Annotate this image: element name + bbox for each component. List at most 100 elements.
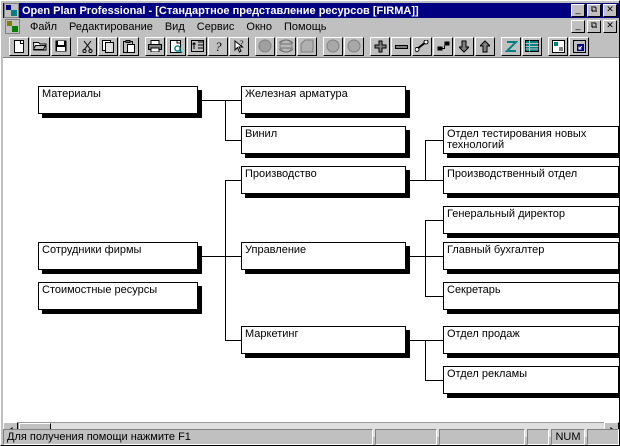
globe-circle-icon[interactable] [276, 36, 296, 56]
minimize-button[interactable]: _ [571, 4, 585, 17]
connector-line [425, 140, 443, 141]
connector-line [198, 256, 225, 257]
connector-line [225, 340, 241, 341]
plus-icon[interactable] [370, 36, 390, 56]
diagram-node-testing-dept[interactable]: Отдел тестирования новых технологий [443, 126, 619, 154]
connector-line [198, 100, 225, 101]
menu-item-service[interactable]: Сервис [196, 20, 235, 33]
zigzag-icon[interactable] [501, 36, 521, 56]
save-disk-icon[interactable] [51, 36, 71, 56]
connector-line [425, 340, 426, 380]
circle-b-icon[interactable] [344, 36, 364, 56]
diagram-node-management[interactable]: Управление [241, 242, 406, 270]
status-bar: Для получения помощи нажмите F1 NUM [3, 429, 619, 445]
mdi-minimize-icon: _ [575, 20, 581, 30]
connector-line [425, 140, 426, 180]
node-label: Производство [245, 168, 317, 180]
connector-line [425, 220, 426, 296]
copy-icon[interactable] [98, 36, 118, 56]
connector-line [425, 256, 443, 257]
node-label: Винил [245, 128, 278, 140]
mdi-minimize-button[interactable]: _ [571, 20, 585, 33]
node-label: Железная арматура [245, 88, 348, 100]
menu-item-window[interactable]: Окно [246, 20, 272, 33]
diagram-node-marketing[interactable]: Маркетинг [241, 326, 406, 354]
sort-icon[interactable] [187, 36, 207, 56]
connector-line [425, 180, 443, 181]
step-icon[interactable] [433, 36, 453, 56]
node-label: Генеральный директор [447, 208, 565, 220]
paste-icon[interactable] [119, 36, 139, 56]
node-label: Главный бухгалтер [447, 244, 545, 256]
connector-line [406, 180, 425, 181]
node-label: Отдел рекламы [447, 368, 528, 380]
menu-item-help[interactable]: Помощь [283, 20, 327, 33]
document-icon[interactable] [5, 19, 20, 34]
connector-line [225, 100, 226, 140]
down-arrow-icon[interactable] [454, 36, 474, 56]
diagram-node-gen-director[interactable]: Генеральный директор [443, 206, 619, 234]
diagram-node-sales-dept[interactable]: Отдел продаж [443, 326, 619, 354]
connector-line [406, 256, 425, 257]
menu-items: Файл Редактирование Вид Сервис Окно Помо… [24, 20, 571, 34]
menu-item-view[interactable]: Вид [164, 20, 185, 33]
toolbar: ? ? [3, 35, 619, 58]
restore-icon: ⧉ [590, 4, 598, 14]
link-icon[interactable] [412, 36, 432, 56]
help-arrow-icon[interactable]: ? [229, 36, 249, 56]
minimize-icon: _ [575, 4, 581, 14]
diagram-node-vinyl[interactable]: Винил [241, 126, 406, 154]
new-file-icon[interactable] [9, 36, 29, 56]
layout-icon[interactable] [548, 36, 568, 56]
node-label: Материалы [42, 88, 101, 100]
diagram-node-cost-resources[interactable]: Стоимостные ресурсы [38, 282, 198, 310]
diagram-node-secretary[interactable]: Секретарь [443, 282, 619, 310]
menu-item-edit[interactable]: Редактирование [69, 20, 153, 33]
connector-line [225, 180, 241, 181]
menu-item-file[interactable]: Файл [30, 20, 58, 33]
window-controls: _ ⧉ ✕ [571, 4, 617, 17]
connector-line [425, 380, 443, 381]
cut-scissors-icon[interactable] [77, 36, 97, 56]
status-message: Для получения помощи нажмите F1 [3, 429, 373, 445]
mdi-close-icon: ✕ [606, 20, 614, 30]
filled-circle-icon[interactable] [255, 36, 275, 56]
diagram-node-prod-dept[interactable]: Производственный отдел [443, 166, 619, 194]
grid-table-icon[interactable] [522, 36, 542, 56]
minus-icon[interactable] [391, 36, 411, 56]
print-icon[interactable] [145, 36, 165, 56]
connector-line [225, 100, 241, 101]
up-arrow-icon[interactable] [475, 36, 495, 56]
help-question-icon[interactable]: ? [208, 36, 228, 56]
open-folder-icon[interactable] [30, 36, 50, 56]
resource-breakdown-diagram: Материалы Железная арматура Винил Отдел … [3, 58, 619, 405]
rounded-square-icon[interactable] [297, 36, 317, 56]
node-label: Сотрудники фирмы [42, 244, 142, 256]
diagram-node-accountant[interactable]: Главный бухгалтер [443, 242, 619, 270]
mdi-close-button[interactable]: ✕ [603, 20, 617, 33]
close-icon: ✕ [606, 4, 614, 14]
connector-line [225, 180, 226, 340]
diagram-node-staff[interactable]: Сотрудники фирмы [38, 242, 198, 270]
connector-line [225, 256, 241, 257]
mdi-restore-button[interactable]: ⧉ [587, 20, 601, 33]
restore-button[interactable]: ⧉ [587, 4, 601, 17]
circle-a-icon[interactable] [323, 36, 343, 56]
svg-text:?: ? [215, 40, 222, 53]
diagram-client-area[interactable]: Материалы Железная арматура Винил Отдел … [3, 58, 619, 422]
node-label: Стоимостные ресурсы [42, 284, 158, 296]
print-preview-icon[interactable] [166, 36, 186, 56]
app-window-icon[interactable] [4, 3, 19, 18]
title-bar: Open Plan Professional - [Стандартное пр… [3, 3, 619, 18]
diagram-node-production[interactable]: Производство [241, 166, 406, 194]
close-button[interactable]: ✕ [603, 4, 617, 17]
resize-icon[interactable] [569, 36, 589, 56]
mdi-restore-icon: ⧉ [590, 20, 598, 30]
diagram-node-ads-dept[interactable]: Отдел рекламы [443, 366, 619, 394]
status-panel-b [439, 429, 525, 445]
mdi-window-controls: _ ⧉ ✕ [571, 20, 617, 33]
node-label: Отдел тестирования новых технологий [447, 128, 587, 151]
diagram-node-materials[interactable]: Материалы [38, 86, 198, 114]
diagram-node-iron[interactable]: Железная арматура [241, 86, 406, 114]
